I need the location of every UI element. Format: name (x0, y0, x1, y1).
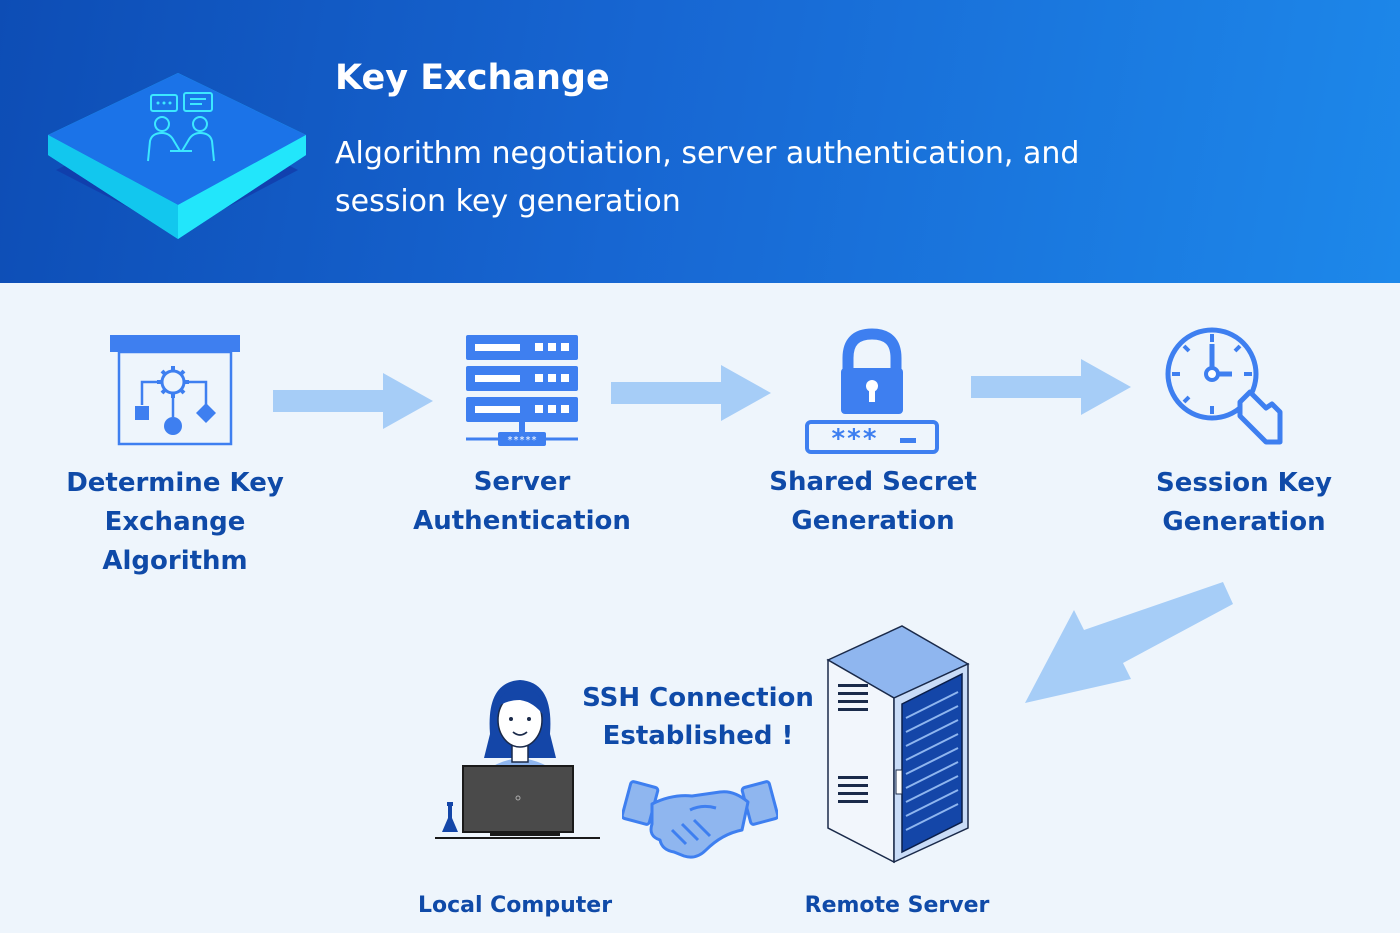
svg-text:***: *** (831, 424, 878, 454)
algorithm-flowchart-icon (110, 335, 240, 446)
page-title: Key Exchange (335, 58, 610, 98)
step-label-server-authentication: Server Authentication (413, 467, 631, 536)
arrow-step4-to-remote-server (1025, 582, 1233, 703)
page-subtitle: Algorithm negotiation, server authentica… (335, 136, 1080, 219)
step-label-shared-secret: Shared Secret Generation (769, 467, 977, 536)
step-label-session-key: Session Key Generation (1156, 468, 1332, 537)
handshake-people-icon (48, 73, 306, 239)
padlock-password-icon: *** (805, 328, 939, 454)
server-cabinet-icon (826, 625, 970, 864)
svg-text:*****: ***** (507, 435, 537, 446)
server-rack-password-icon: ***** (466, 335, 578, 446)
person-laptop-icon (435, 680, 600, 839)
step-label-determine-algorithm: Determine Key Exchange Algorithm (66, 468, 284, 576)
local-computer-label: Local Computer (417, 893, 613, 918)
remote-server-label: Remote Server (804, 893, 990, 918)
arrow-step3-to-step4 (971, 359, 1131, 415)
handshake-icon (622, 780, 778, 859)
ssh-connection-message: SSH Connection Established ! (582, 683, 814, 751)
arrow-step2-to-step3 (611, 365, 771, 421)
header-banner: Key Exchange Algorithm negotiation, serv… (0, 0, 1400, 283)
arrow-step1-to-step2 (273, 373, 433, 429)
clock-key-icon (1165, 327, 1283, 445)
